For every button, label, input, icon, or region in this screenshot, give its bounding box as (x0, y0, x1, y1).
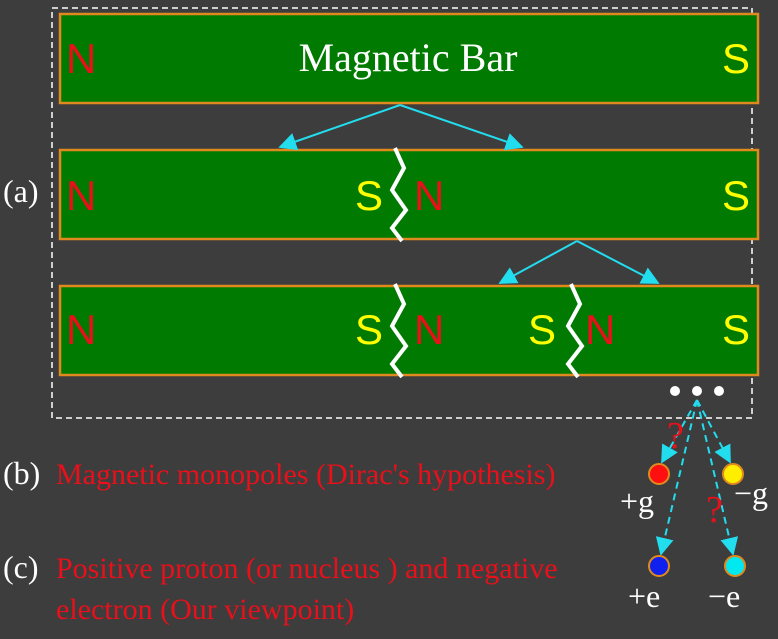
bar-middle-south-right: S (722, 172, 750, 219)
bar-top-north: N (66, 35, 96, 82)
magnetic-bar-top (58, 12, 760, 105)
label-plus-e: +e (628, 578, 660, 614)
bar-bottom-north-left: N (66, 306, 96, 353)
bar-bottom-south-2: S (528, 306, 556, 353)
bar-bottom-north-2: N (585, 306, 615, 353)
part-label-a: (a) (3, 173, 39, 209)
electron-ball (724, 555, 746, 577)
ellipsis-dot (714, 386, 724, 396)
part-label-c: (c) (3, 549, 39, 585)
label-plus-g: +g (620, 483, 654, 519)
magnetic-bar-middle (58, 148, 760, 241)
bar-middle-north-left: N (66, 172, 96, 219)
ellipsis-dot (670, 386, 680, 396)
arrow-to-minus-g (696, 399, 731, 464)
arrow-split-middle-left (498, 240, 578, 284)
bar-bottom-south-1: S (355, 306, 383, 353)
monopole-minus-g-ball (722, 463, 744, 485)
arrow-split-middle-right (576, 240, 660, 284)
bar-bottom-south-right: S (722, 306, 750, 353)
label-minus-g: −g (734, 475, 768, 511)
monopole-plus-g-ball (648, 463, 670, 485)
bar-middle-north-center: N (414, 172, 444, 219)
crack-middle (389, 147, 409, 243)
crack-bottom-left (389, 283, 409, 379)
caption-c-line1: Positive proton (or nucleus ) and negati… (56, 552, 558, 585)
bar-middle-south-center: S (355, 172, 383, 219)
arrow-split-top-left (278, 104, 401, 151)
part-label-b: (b) (3, 455, 40, 491)
proton-ball (648, 555, 670, 577)
arrow-to-plus-e (655, 399, 698, 556)
magnetic-bar-bottom (58, 284, 760, 377)
crack-bottom-right (565, 283, 585, 379)
question-mark-monopole: ? (667, 415, 684, 457)
bar-top-south: S (722, 35, 750, 82)
bar-bottom-north-1: N (414, 306, 444, 353)
caption-c-line2: electron (Our viewpoint) (56, 593, 354, 626)
ellipsis-dot (692, 386, 702, 396)
bar-title: Magnetic Bar (299, 35, 518, 80)
arrow-split-top-right (399, 104, 524, 151)
caption-b: Magnetic monopoles (Dirac's hypothesis) (56, 458, 555, 491)
label-minus-e: −e (708, 578, 740, 614)
arrow-to-minus-e (696, 399, 739, 556)
question-mark-electron: ? (706, 489, 723, 531)
